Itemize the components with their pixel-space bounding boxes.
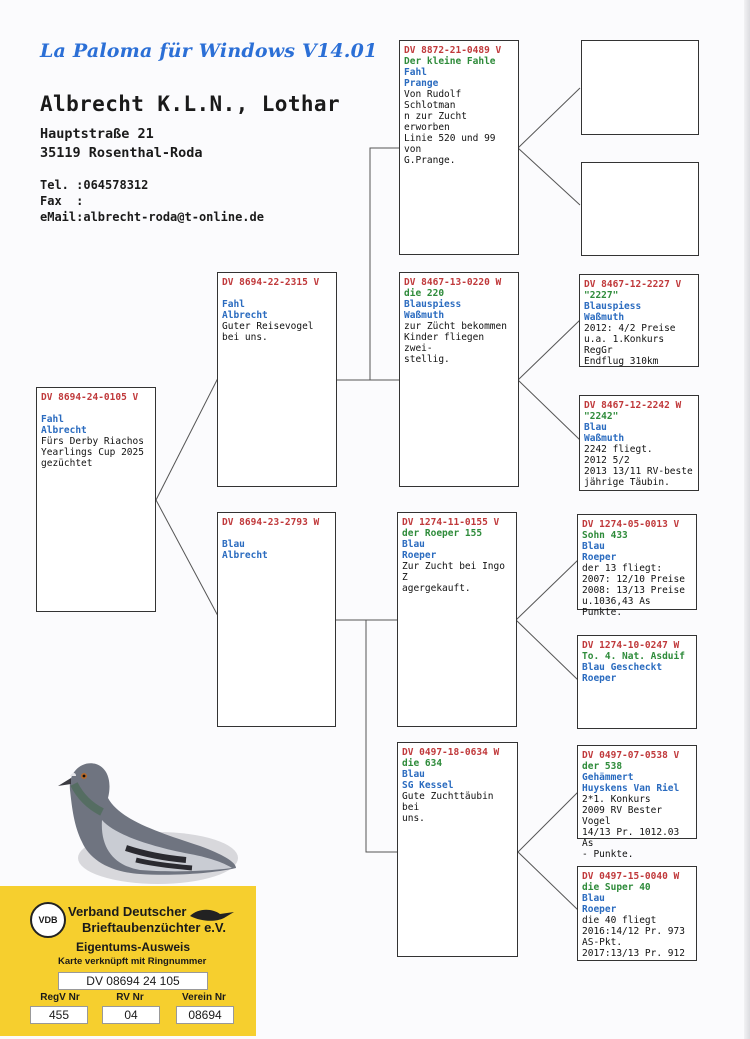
- bird-name: Sohn 433: [582, 530, 628, 541]
- notes-text: 2*1. Konkurs 2009 RV Bester Vogel 14/13 …: [582, 794, 680, 860]
- breeder-label: Albrecht: [222, 310, 268, 321]
- pedigree-box-dam-dam-sire: DV 0497-07-0538 V der 538 Gehämmert Huys…: [577, 745, 697, 860]
- breeder-label: SG Kessel: [402, 780, 454, 791]
- pedigree-box-sire-dam: DV 8467-13-0220 W die 220 Blauspiess Waß…: [399, 272, 519, 487]
- owner-tel: Tel. :064578312: [40, 178, 149, 192]
- pigeon-photo: [58, 763, 238, 884]
- color-label: Blau: [402, 769, 425, 780]
- breeder-label: Roeper: [402, 550, 437, 561]
- card-subtitle: Karte verknüpft mit Ringnummer: [58, 956, 207, 967]
- vdb-seal-icon: VDB: [30, 902, 66, 938]
- pedigree-box-sire-dam-dam: DV 8467-12-2242 W "2242" Blau Waßmuth 22…: [579, 395, 699, 491]
- color-label: Blauspiess: [584, 301, 642, 312]
- pedigree-box-subject: DV 8694-24-0105 V Fahl Albrecht Fürs Der…: [36, 387, 156, 612]
- ring-number: DV 8872-21-0489 V: [404, 45, 502, 56]
- ring-number: DV 8694-24-0105 V: [41, 392, 139, 403]
- color-label: Blau: [582, 541, 605, 552]
- ring-number: DV 0497-15-0040 W: [582, 871, 680, 882]
- card-ring-field: DV 08694 24 105: [58, 972, 208, 990]
- software-logo: La Paloma für Windows V14.01: [40, 40, 378, 62]
- pedigree-box-empty-1: [581, 40, 699, 135]
- color-label: Blau: [582, 893, 605, 904]
- bird-name: "2242": [584, 411, 619, 422]
- pedigree-box-sire-dam-sire: DV 8467-12-2227 V "2227" Blauspiess Waßm…: [579, 274, 699, 367]
- card-label-rv: RV Nr: [116, 992, 144, 1003]
- card-label-verein: Verein Nr: [182, 992, 226, 1003]
- pedigree-box-dam: DV 8694-23-2793 W Blau Albrecht: [217, 512, 336, 727]
- color-label: Blau: [584, 422, 607, 433]
- notes-text: 2012: 4/2 Preise u.a. 1.Konkurs RegGr En…: [584, 323, 676, 367]
- paper-edge: [744, 0, 750, 1039]
- card-title: Eigentums-Ausweis: [76, 940, 191, 954]
- card-value-verein: 08694: [176, 1006, 234, 1024]
- ownership-card: VDB Verband Deutscher Brieftaubenzüchter…: [0, 886, 256, 1036]
- bird-name: To. 4. Nat. Asduif: [582, 651, 685, 662]
- pedigree-box-sire-sire: DV 8872-21-0489 V Der kleine Fahle Fahl …: [399, 40, 519, 255]
- card-label-regv: RegV Nr: [40, 992, 80, 1003]
- breeder-label: Roeper: [582, 673, 617, 684]
- pedigree-box-sire: DV 8694-22-2315 V Fahl Albrecht Guter Re…: [217, 272, 337, 487]
- color-label: Blau Gescheckt: [582, 662, 663, 673]
- color-label: Fahl: [41, 414, 64, 425]
- ring-number: DV 8467-12-2242 W: [584, 400, 682, 411]
- breeder-label: Huyskens Van Riel: [582, 783, 680, 794]
- notes-text: Gute Zuchttäubin bei uns.: [402, 791, 494, 824]
- ring-number: DV 1274-05-0013 V: [582, 519, 680, 530]
- notes-text: Zur Zucht bei Ingo Z agergekauft.: [402, 561, 505, 594]
- pedigree-box-dam-sire-dam: DV 1274-10-0247 W To. 4. Nat. Asduif Bla…: [577, 635, 697, 729]
- notes-text: Guter Reisevogel bei uns.: [222, 321, 314, 343]
- ring-number: DV 8467-12-2227 V: [584, 279, 682, 290]
- breeder-label: Roeper: [582, 552, 617, 563]
- notes-text: der 13 fliegt: 2007: 12/10 Preise 2008: …: [582, 563, 685, 618]
- pedigree-box-dam-dam-dam: DV 0497-15-0040 W die Super 40 Blau Roep…: [577, 866, 697, 961]
- owner-fax: Fax :: [40, 194, 84, 208]
- card-value-rv: 04: [102, 1006, 160, 1024]
- owner-street: Hauptstraße 21: [40, 126, 154, 142]
- ring-number: DV 0497-07-0538 V: [582, 750, 680, 761]
- notes-text: Fürs Derby Riachos Yearlings Cup 2025 ge…: [41, 436, 144, 469]
- notes-text: die 40 fliegt 2016:14/12 Pr. 973 AS-Pkt.…: [582, 915, 685, 959]
- color-label: Blauspiess: [404, 299, 462, 310]
- card-org-line2: Brieftaubenzüchter e.V.: [82, 920, 227, 935]
- notes-text: zur Zücht bekommen Kinder fliegen zwei- …: [404, 321, 507, 365]
- card-org-line1: Verband Deutscher: [68, 904, 187, 919]
- ring-number: DV 8694-22-2315 V: [222, 277, 320, 288]
- bird-name: der 538: [582, 761, 623, 772]
- bird-name: die 220: [404, 288, 445, 299]
- owner-city: 35119 Rosenthal-Roda: [40, 145, 203, 161]
- pedigree-box-dam-sire: DV 1274-11-0155 V der Roeper 155 Blau Ro…: [397, 512, 517, 727]
- ring-number: DV 8694-23-2793 W: [222, 517, 320, 528]
- color-label: Blau: [402, 539, 425, 550]
- owner-email: eMail:albrecht-roda@t-online.de: [40, 210, 264, 224]
- breeder-label: Waßmuth: [584, 433, 625, 444]
- color-label: Gehämmert: [582, 772, 634, 783]
- bird-name: Der kleine Fahle: [404, 56, 496, 67]
- bird-name: die Super 40: [582, 882, 651, 893]
- card-value-regv: 455: [30, 1006, 88, 1024]
- notes-text: Von Rudolf Schlotman n zur Zucht erworbe…: [404, 89, 496, 166]
- breeder-label: Albrecht: [222, 550, 268, 561]
- ring-number: DV 1274-10-0247 W: [582, 640, 680, 651]
- breeder-label: Waßmuth: [584, 312, 625, 323]
- pedigree-box-dam-sire-sire: DV 1274-05-0013 V Sohn 433 Blau Roeper d…: [577, 514, 697, 618]
- bird-name: der Roeper 155: [402, 528, 483, 539]
- bird-name: "2227": [584, 290, 619, 301]
- notes-text: 2242 fliegt. 2012 5/2 2013 13/11 RV-best…: [584, 444, 693, 488]
- color-label: Blau: [222, 539, 245, 550]
- color-label: Fahl: [404, 67, 427, 78]
- ring-number: DV 1274-11-0155 V: [402, 517, 500, 528]
- ring-number: DV 8467-13-0220 W: [404, 277, 502, 288]
- ring-number: DV 0497-18-0634 W: [402, 747, 500, 758]
- pedigree-box-dam-dam: DV 0497-18-0634 W die 634 Blau SG Kessel…: [397, 742, 518, 957]
- pedigree-box-empty-2: [581, 162, 699, 256]
- breeder-label: Waßmuth: [404, 310, 445, 321]
- owner-name: Albrecht K.L.N., Lothar: [40, 92, 340, 116]
- breeder-label: Albrecht: [41, 425, 87, 436]
- color-label: Fahl: [222, 299, 245, 310]
- pigeon-silhouette-icon: [190, 909, 234, 921]
- breeder-label: Prange: [404, 78, 439, 89]
- bird-name: die 634: [402, 758, 443, 769]
- breeder-label: Roeper: [582, 904, 617, 915]
